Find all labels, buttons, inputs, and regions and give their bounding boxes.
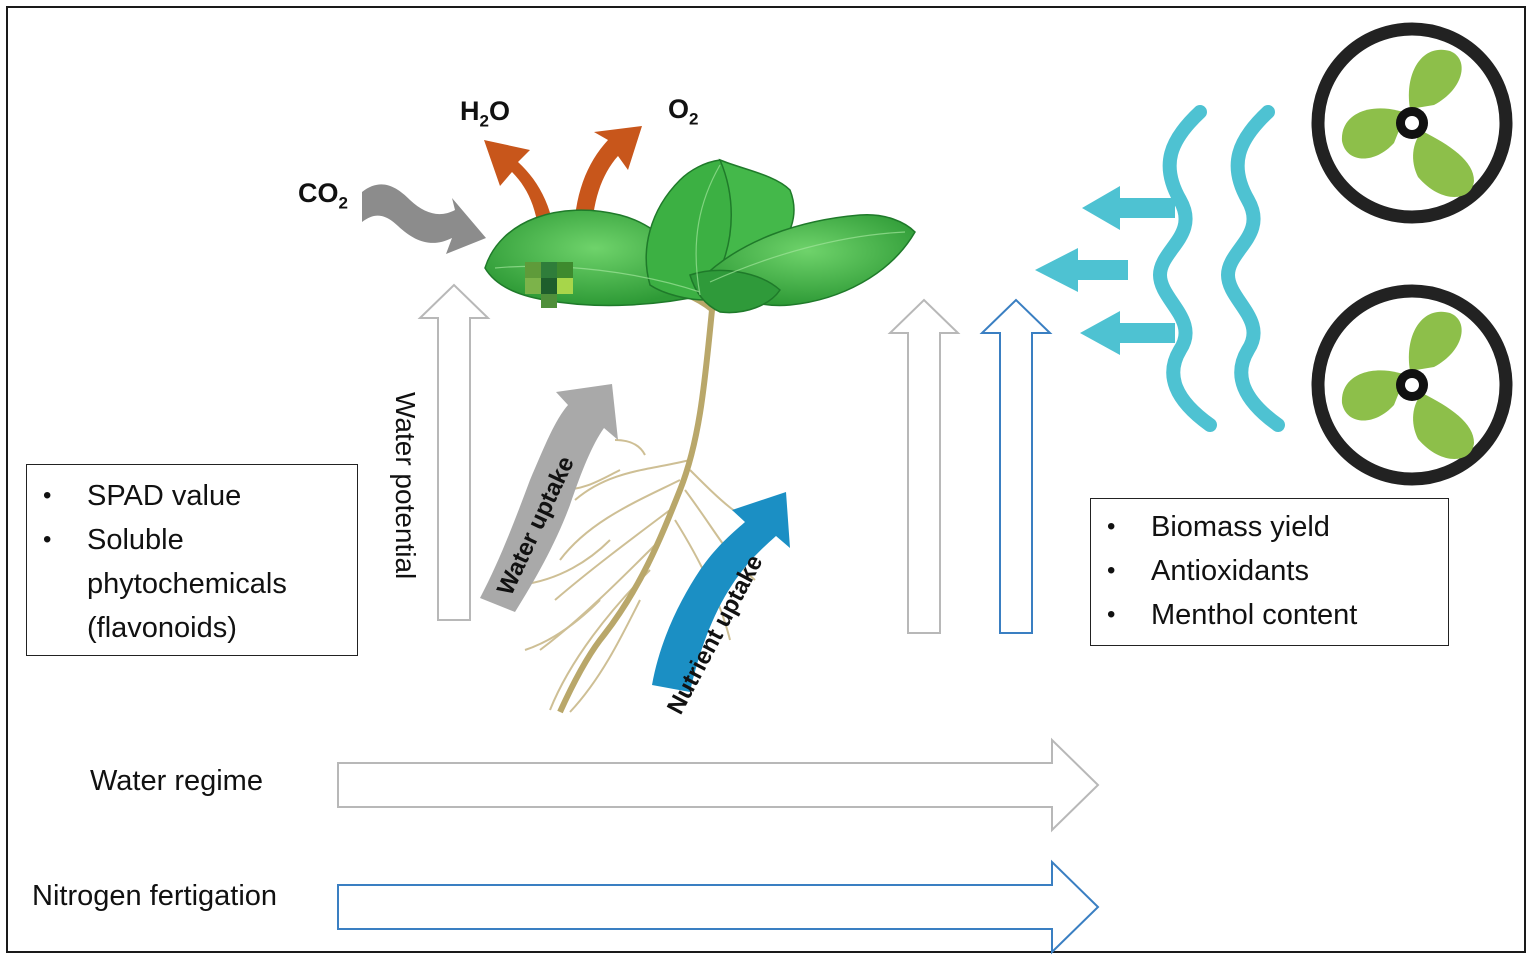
list-item: Antioxidants [1091, 549, 1448, 593]
diagram-frame [6, 6, 1526, 953]
plant-traits-box: SPAD value Soluble phytochemicals (flavo… [26, 464, 358, 656]
middle-gray-arrow [887, 298, 961, 634]
co2-label: CO2 [298, 178, 348, 213]
yield-traits-box: Biomass yield Antioxidants Menthol conte… [1090, 498, 1449, 646]
plant-icon [484, 158, 916, 714]
list-item: SPAD value [27, 474, 357, 518]
water-potential-label: Water potential [390, 392, 421, 580]
fan-icon [1311, 22, 1513, 224]
water-regime-label: Water regime [90, 765, 263, 797]
water-regime-arrow [337, 737, 1100, 833]
list-item: Menthol content [1091, 593, 1448, 637]
nitrogen-fertigation-arrow [337, 859, 1100, 955]
middle-blue-arrow [979, 298, 1053, 634]
fan-icon [1311, 284, 1513, 486]
list-item: Biomass yield [1091, 505, 1448, 549]
h2o-label: H2O [460, 96, 510, 131]
list-item: Soluble phytochemicals (flavonoids) [27, 518, 337, 650]
o2-label: O2 [668, 94, 699, 129]
nutrient-uptake-arrow [652, 492, 790, 692]
co2-arrow [362, 184, 486, 254]
wind-icon [1035, 105, 1285, 432]
water-uptake-arrow [480, 384, 618, 612]
nitrogen-fertigation-label: Nitrogen fertigation [32, 880, 278, 912]
water-potential-arrow [417, 283, 491, 621]
